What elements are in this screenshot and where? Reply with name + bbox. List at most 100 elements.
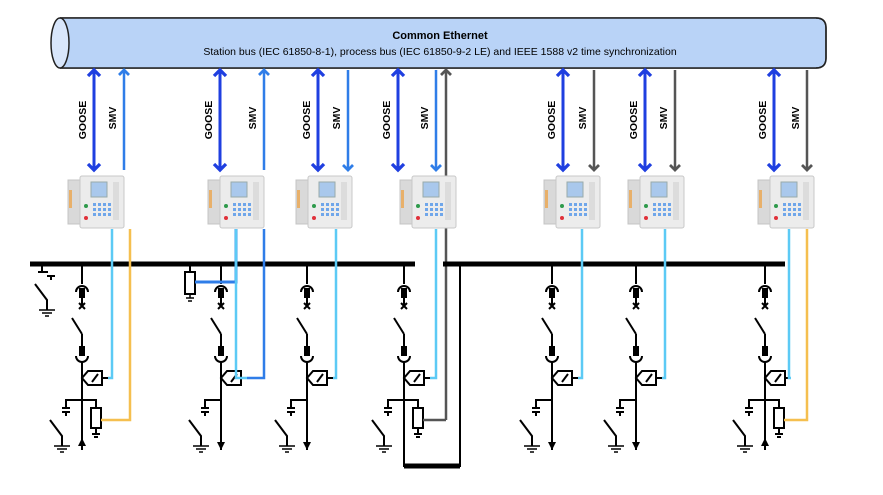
earth-branch (616, 399, 636, 409)
ied-led-red (84, 216, 88, 220)
disconnector (296, 317, 308, 335)
ied-key (233, 203, 236, 206)
current-sensor (763, 370, 786, 386)
ied-display (318, 181, 336, 198)
breaker-contact-lower (304, 346, 310, 356)
ied-key (108, 208, 111, 211)
bus-cylinder-end (50, 17, 70, 69)
ied-key (321, 213, 324, 216)
ied-led-red (312, 216, 316, 220)
ied-panel (589, 182, 595, 220)
current-measurement-wire (234, 229, 247, 380)
ied-key (93, 213, 96, 216)
ied-key (326, 208, 329, 211)
ied-key (326, 213, 329, 216)
plug-in-contact (545, 285, 559, 293)
ied-key (238, 203, 241, 206)
ied-key (331, 213, 334, 216)
ied-key (98, 203, 101, 206)
disconnector (210, 317, 222, 335)
voltage-sensor (412, 407, 424, 429)
circuit-breaker-x (78, 302, 86, 310)
breaker-contact (401, 288, 407, 298)
ied-panel (253, 182, 259, 220)
goose-label: GOOSE (301, 101, 313, 140)
bus-voltage-sensor (184, 264, 196, 302)
ied-key (569, 213, 572, 216)
ied-display (780, 181, 798, 198)
disconnector (541, 317, 553, 335)
earthing-switch (49, 411, 70, 453)
ied-connector (69, 190, 72, 208)
goose-label: GOOSE (203, 101, 215, 140)
ieds (67, 175, 815, 229)
smv-label: SMV (107, 107, 119, 130)
ied-key (425, 208, 428, 211)
plug-in-contact-lower (758, 355, 772, 363)
arrow-up-icon (78, 438, 86, 446)
current-measurement-wire (787, 229, 791, 380)
ied-key (440, 208, 443, 211)
current-measurement-wire (430, 229, 438, 380)
feeder-bay (371, 264, 461, 469)
ied-led-green (224, 204, 228, 208)
ied-key (584, 213, 587, 216)
ied-key (584, 208, 587, 211)
earthing-switch (188, 411, 209, 453)
protection-relay-ied (67, 175, 125, 229)
current-measurement-wire (247, 229, 266, 380)
earth-branch (287, 399, 307, 409)
ied-key (430, 203, 433, 206)
breaker-contact (79, 288, 85, 298)
voltage-sensor (90, 407, 102, 429)
ied-key (579, 203, 582, 206)
earthing-switch (519, 411, 540, 453)
plug-in-contact-lower (214, 355, 228, 363)
ied-key (788, 213, 791, 216)
ied-key (574, 208, 577, 211)
ied-panel (341, 182, 347, 220)
plug-in-contact (75, 285, 89, 293)
circuit-breaker-x (761, 302, 769, 310)
ied-key (425, 203, 428, 206)
ied-key (584, 203, 587, 206)
ied-key (93, 203, 96, 206)
ied-display (230, 181, 248, 198)
ied-display (566, 181, 584, 198)
ied-key (783, 203, 786, 206)
feeder-bay (603, 264, 662, 453)
ied-key (321, 203, 324, 206)
breaker-contact-lower (762, 346, 768, 356)
ied-key (103, 213, 106, 216)
smv-label: SMV (419, 107, 431, 130)
ied-key (243, 213, 246, 216)
smv-label: SMV (247, 107, 259, 130)
disconnector (754, 317, 766, 335)
breaker-contact (304, 288, 310, 298)
circuit-breaker-x (632, 302, 640, 310)
ied-display (90, 181, 108, 198)
ied-key (798, 208, 801, 211)
voltage-measurement-wire (784, 229, 809, 422)
feeder-bay (274, 264, 333, 453)
ied-key (248, 203, 251, 206)
ied-connector (209, 190, 212, 208)
circuit-breaker-x (548, 302, 556, 310)
smv-label: SMV (331, 107, 343, 130)
ied-key (108, 213, 111, 216)
feeder-bay (519, 264, 578, 453)
ied-key (336, 213, 339, 216)
plug-in-contact-lower (75, 355, 89, 363)
ied-key (798, 213, 801, 216)
ied-key (668, 203, 671, 206)
earthing-switch (371, 411, 392, 453)
breaker-contact (762, 288, 768, 298)
ied-key (93, 208, 96, 211)
ied-key (663, 203, 666, 206)
earth-branch (745, 399, 765, 409)
ied-connector (545, 190, 548, 208)
ied-key (248, 213, 251, 216)
protection-relay-ied (207, 175, 265, 229)
